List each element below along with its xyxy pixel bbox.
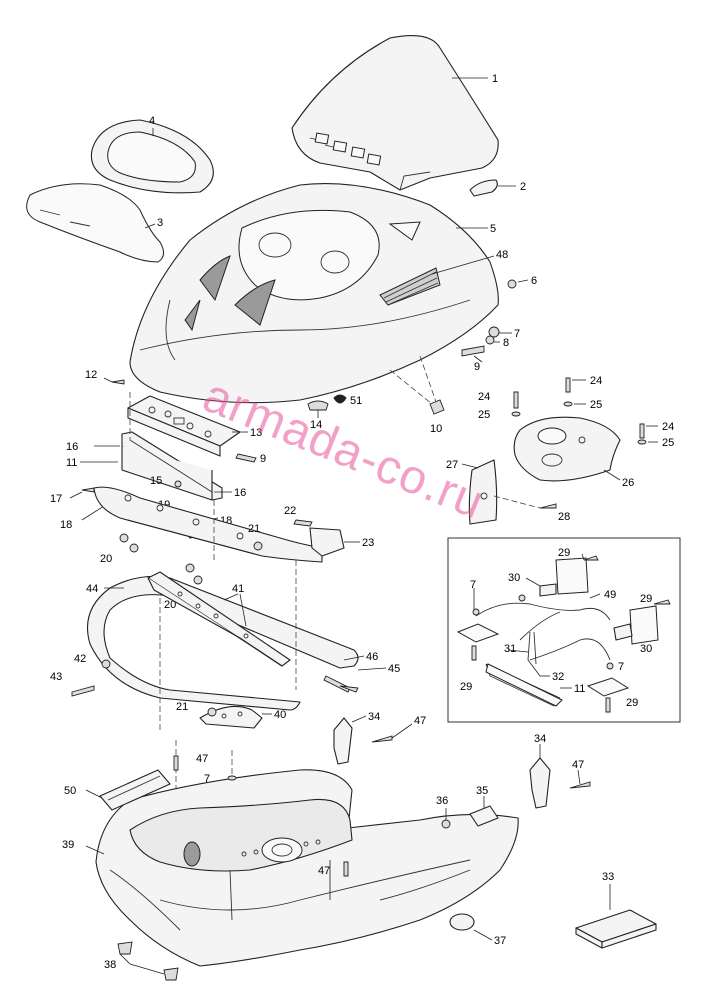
callout-51: 51	[350, 395, 362, 407]
callout-33: 33	[602, 871, 614, 883]
callout-29c: 29	[640, 593, 652, 605]
callout-40: 40	[274, 709, 286, 721]
callout-8: 8	[503, 337, 509, 349]
callout-21a: 21	[248, 523, 260, 535]
callout-29a: 29	[558, 547, 570, 559]
bottom-pan-39	[95, 769, 519, 967]
callout-25b: 25	[590, 399, 602, 411]
callout-7a: 7	[514, 328, 520, 340]
windshield-clip	[469, 179, 498, 197]
callout-6: 6	[531, 275, 537, 287]
washer-7	[488, 326, 500, 338]
callout-42: 42	[74, 653, 86, 665]
callout-39: 39	[62, 839, 74, 851]
callout-26: 26	[622, 477, 634, 489]
callout-16a: 16	[66, 441, 78, 453]
callout-24a: 24	[478, 391, 490, 403]
callout-10: 10	[430, 423, 442, 435]
callout-47a: 47	[196, 753, 208, 765]
callout-12: 12	[85, 369, 97, 381]
support-plate-13	[127, 395, 241, 457]
callout-38: 38	[104, 959, 116, 971]
callout-24c: 24	[662, 421, 674, 433]
windshield	[291, 35, 499, 191]
watermark: armada-co.ru	[196, 369, 492, 530]
callout-41: 41	[232, 583, 244, 595]
callout-4: 4	[149, 115, 155, 127]
callout-3: 3	[157, 217, 163, 229]
callout-24b: 24	[590, 375, 602, 387]
nut-6	[507, 279, 517, 289]
callout-34b: 34	[534, 733, 546, 745]
callout-11a: 11	[66, 457, 77, 469]
side-panel-27	[468, 459, 498, 525]
callout-29b: 29	[460, 681, 472, 693]
callout-47c: 47	[414, 715, 426, 727]
callout-9a: 9	[474, 361, 480, 373]
callout-32: 32	[552, 671, 564, 683]
callout-21b: 21	[176, 701, 188, 713]
callout-34a: 34	[368, 711, 380, 723]
callout-22: 22	[284, 505, 296, 517]
callout-15: 15	[150, 475, 162, 487]
callout-7b: 7	[470, 579, 476, 591]
callout-14: 14	[310, 419, 322, 431]
callout-45: 45	[388, 663, 400, 675]
callout-2: 2	[520, 181, 526, 193]
callout-43: 43	[50, 671, 62, 683]
callout-49: 49	[604, 589, 616, 601]
headlight-harness-inset	[447, 537, 681, 723]
bolt-9	[461, 345, 485, 357]
callout-25a: 25	[478, 409, 490, 421]
console-trim	[90, 119, 214, 194]
callout-11b: 11	[574, 683, 585, 695]
callout-1: 1	[492, 73, 498, 85]
callout-46: 46	[366, 651, 378, 663]
callout-30a: 30	[508, 572, 520, 584]
callout-13: 13	[250, 427, 262, 439]
callout-20b: 20	[164, 599, 176, 611]
bumper-bracket-41	[147, 571, 291, 667]
callout-35: 35	[476, 785, 488, 797]
callout-36: 36	[436, 795, 448, 807]
callout-48: 48	[496, 249, 508, 261]
callout-31: 31	[504, 643, 516, 655]
hood	[129, 183, 499, 404]
callout-29d: 29	[626, 697, 638, 709]
callout-7d: 7	[204, 773, 210, 785]
callout-16b: 16	[234, 487, 246, 499]
side-decal	[26, 183, 164, 263]
callout-27: 27	[446, 459, 458, 471]
callout-9b: 9	[260, 453, 266, 465]
side-panel-26	[513, 416, 621, 482]
manual-33	[575, 909, 657, 949]
steering-bracket-16	[121, 431, 223, 501]
inset-parts: 29 30 7 29 29 30 7 29 31 32 11 49	[456, 547, 671, 713]
washer-8	[485, 335, 495, 345]
callout-47b: 47	[318, 865, 330, 877]
callout-50: 50	[64, 785, 76, 797]
callout-18a: 18	[60, 519, 72, 531]
callout-30b: 30	[640, 643, 652, 655]
callout-37: 37	[494, 935, 506, 947]
callout-17a: 17	[50, 493, 62, 505]
callout-25c: 25	[662, 437, 674, 449]
callout-7c: 7	[618, 661, 624, 673]
callout-23: 23	[362, 537, 374, 549]
callout-47d: 47	[572, 759, 584, 771]
callout-20a: 20	[100, 553, 112, 565]
callout-44: 44	[86, 583, 98, 595]
callout-28: 28	[558, 511, 570, 523]
front-bumper-44	[86, 575, 359, 711]
callout-5: 5	[490, 223, 496, 235]
